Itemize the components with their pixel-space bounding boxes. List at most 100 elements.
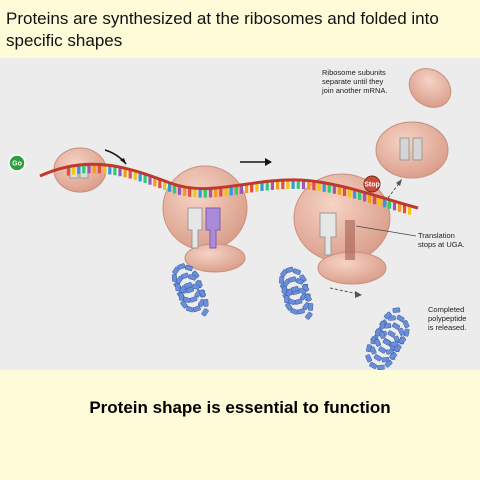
- nucleotide: [301, 181, 306, 190]
- nucleotide: [392, 202, 397, 211]
- amino-acid: [175, 283, 181, 292]
- nucleotide: [163, 182, 167, 190]
- amino-acid: [285, 266, 294, 273]
- nucleotide: [255, 183, 259, 192]
- amino-acid: [378, 330, 386, 339]
- direction-arrow-1: [104, 149, 127, 165]
- amino-acid: [391, 322, 401, 330]
- go-badge: Go: [8, 154, 26, 172]
- nucleotide: [219, 188, 223, 197]
- amino-acid: [392, 307, 401, 313]
- annotation-completed-polypeptide: Completed polypeptide is released.: [428, 305, 466, 332]
- amino-acid: [295, 278, 304, 285]
- nucleotide: [270, 181, 274, 190]
- amino-acid: [374, 338, 382, 347]
- amino-acid: [281, 285, 287, 294]
- nucleotide: [402, 205, 407, 214]
- nucleotide: [77, 165, 81, 174]
- nucleotide: [407, 206, 412, 215]
- nucleotide: [87, 165, 91, 174]
- nucleotide: [383, 199, 387, 208]
- amino-acid: [389, 352, 398, 360]
- amino-acid: [379, 320, 386, 329]
- svg-text:separate until they: separate until they: [322, 77, 384, 86]
- amino-acid: [288, 276, 297, 283]
- nucleotide: [317, 182, 321, 191]
- translation-diagram: Go Stop Ribosome subunits separate until…: [0, 58, 480, 370]
- amino-acid: [393, 344, 402, 352]
- amino-acid: [186, 306, 195, 313]
- nucleotide: [92, 165, 96, 174]
- direction-arrow-2: [240, 158, 272, 166]
- ribosome-middle: [162, 165, 248, 273]
- nucleotide: [229, 187, 233, 196]
- annotation-ribosome-subunits: Ribosome subunits separate until they jo…: [321, 68, 387, 95]
- nucleotide: [183, 188, 187, 196]
- nucleotide: [208, 189, 213, 198]
- nucleotide: [168, 183, 172, 192]
- svg-text:polypeptide: polypeptide: [428, 314, 466, 323]
- nucleotide: [312, 182, 316, 191]
- nucleotide: [307, 181, 311, 190]
- nucleotide: [250, 184, 254, 193]
- nucleotide: [172, 185, 177, 194]
- amino-acid: [383, 311, 392, 320]
- polypeptide-helix: [171, 263, 209, 317]
- nucleotide: [397, 203, 402, 212]
- nucleotide: [281, 181, 285, 190]
- nucleotide: [286, 180, 290, 189]
- amino-acid: [171, 274, 177, 282]
- nucleotide: [198, 189, 202, 198]
- nucleotide: [291, 180, 295, 189]
- svg-text:Go: Go: [12, 161, 22, 168]
- nucleotide: [118, 168, 122, 177]
- nucleotide: [148, 176, 152, 185]
- amino-acid: [365, 354, 373, 363]
- nucleotide: [368, 194, 372, 203]
- polypeptide-helix: [365, 307, 410, 370]
- nucleotide: [128, 170, 132, 179]
- nucleotide: [265, 182, 269, 191]
- amino-acid: [284, 295, 290, 304]
- nucleotide: [113, 167, 117, 176]
- nucleotide: [387, 200, 392, 209]
- nucleotide: [276, 181, 280, 190]
- nucleotide: [337, 186, 342, 195]
- nucleotide: [353, 190, 357, 199]
- nucleotide: [245, 185, 249, 194]
- amino-acid: [398, 336, 407, 345]
- svg-text:stops at UGA.: stops at UGA.: [418, 240, 465, 249]
- nucleotide: [138, 173, 142, 182]
- release-arrow: [329, 287, 362, 298]
- amino-acid: [369, 362, 378, 370]
- amino-acid: [377, 364, 385, 370]
- footer-caption: Protein shape is essential to function: [89, 398, 391, 417]
- nucleotide: [143, 175, 147, 183]
- amino-acid: [382, 338, 391, 346]
- mrna-nucleotides: [66, 165, 412, 215]
- slide-title: Proteins are synthesized at the ribosome…: [6, 9, 439, 50]
- amino-acid: [290, 308, 299, 315]
- nucleotide: [177, 186, 182, 195]
- amino-acid: [402, 320, 410, 329]
- ribosome-subunits-separated: [375, 68, 452, 179]
- amino-acid: [188, 274, 197, 281]
- amino-acid: [177, 263, 186, 270]
- amino-acid: [180, 300, 188, 309]
- amino-acid: [308, 303, 314, 311]
- nucleotide: [158, 180, 162, 189]
- amino-acid: [293, 268, 302, 275]
- svg-text:Ribosome subunits: Ribosome subunits: [322, 68, 386, 77]
- amino-acid: [304, 293, 312, 302]
- svg-text:join another mRNA.: join another mRNA.: [321, 86, 387, 95]
- svg-text:is released.: is released.: [428, 323, 466, 332]
- amino-acid: [184, 282, 193, 289]
- amino-acid: [184, 264, 193, 272]
- amino-acid: [384, 359, 393, 368]
- nucleotide: [71, 166, 76, 175]
- amino-acid: [203, 299, 209, 307]
- nucleotide: [214, 189, 218, 198]
- nucleotide: [224, 188, 228, 197]
- nucleotide: [322, 183, 326, 192]
- polypeptide-helix: [279, 266, 314, 320]
